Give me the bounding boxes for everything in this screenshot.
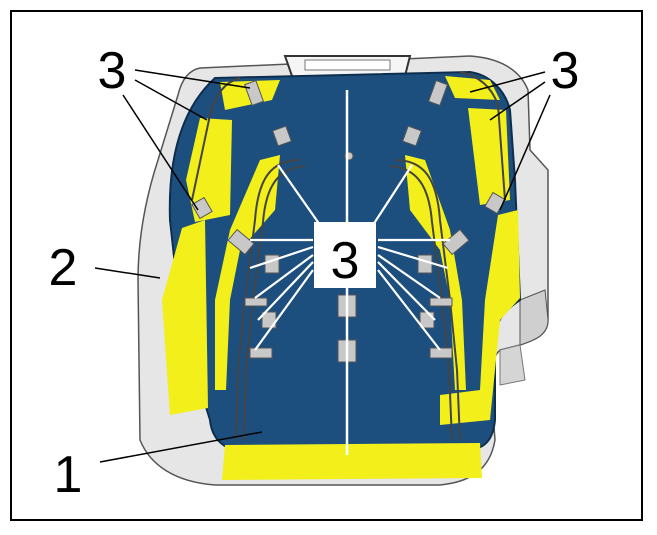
heating-zones [162, 76, 520, 480]
callout-heating-wires-center: 3 [331, 232, 360, 290]
leader-lines [249, 164, 450, 351]
callout-seat-frame: 2 [49, 239, 78, 297]
center-label-box [314, 222, 376, 288]
callout-heating-wires-right: 3 [551, 42, 580, 100]
leader-lines-outer [94, 69, 551, 463]
callout-heating-wires-left: 3 [98, 42, 127, 100]
callout-cushion-insert: 1 [54, 446, 83, 504]
side-rails [191, 71, 506, 441]
